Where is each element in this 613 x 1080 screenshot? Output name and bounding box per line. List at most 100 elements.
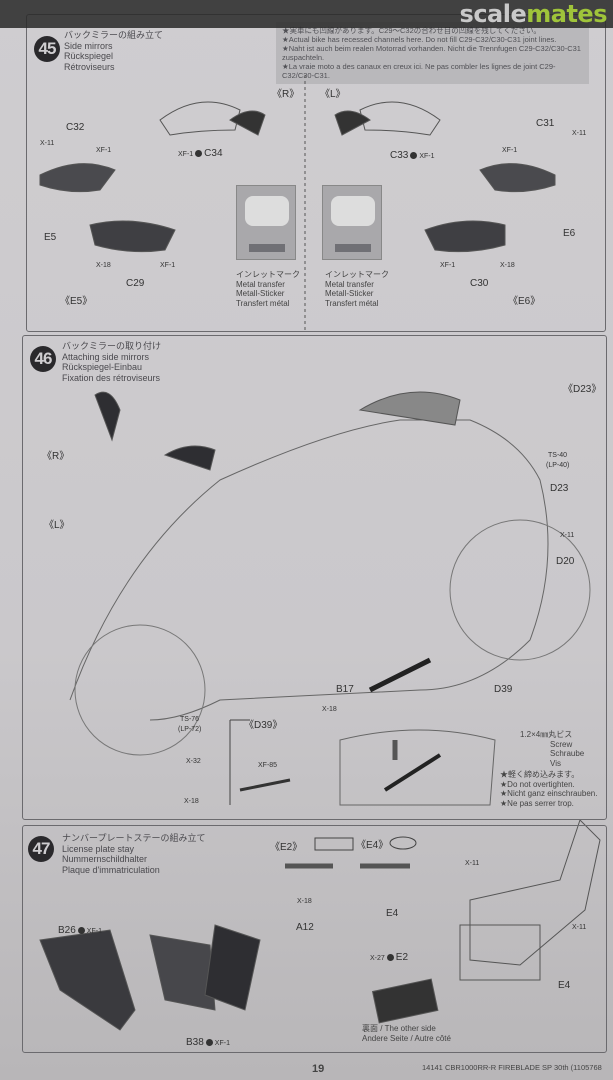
caption: インレットマーク — [236, 270, 300, 279]
note-en: ★Actual bike has recessed channels here.… — [282, 35, 557, 44]
title-ja: バックミラーの組み立て — [64, 30, 164, 40]
paint-x32: X-32 — [186, 758, 201, 765]
title-ja: ナンバープレートステーの組み立て — [62, 833, 206, 843]
watermark-bar: scalemates — [0, 0, 613, 28]
step-47-title: ナンバープレートステーの組み立て License plate stay Numm… — [62, 833, 205, 875]
product-code: 14141 CBR1000RR-R FIREBLADE SP 30th (110… — [422, 1063, 602, 1072]
step-46-number: 46 — [30, 346, 56, 372]
title-de: Nummernschildhalter — [62, 854, 148, 864]
paint-xf85: XF-85 — [258, 762, 278, 769]
paint-ts40: TS-40 — [548, 452, 568, 459]
overtighten-warning: ★軽く締め込みます。★Do not overtighten.★Nicht gan… — [500, 770, 597, 808]
part-d23: D23 — [550, 483, 569, 494]
caption: Metal transfer — [325, 279, 374, 289]
step-47-number: 47 — [28, 836, 54, 862]
caption: Metal transfer — [236, 279, 285, 289]
mirror-r-drawing — [159, 101, 241, 136]
part-e5-detail: 《E5》 — [60, 296, 93, 307]
paint-lp40: (LP-40) — [546, 462, 570, 469]
part-b17: B17 — [336, 684, 354, 695]
part-d39-detail: 《D39》 — [244, 720, 283, 731]
label-l: 《L》 — [44, 520, 70, 531]
step-46-title: バックミラーの取り付け Attaching side mirrors Rücks… — [62, 341, 161, 383]
title-de: Rückspiegel — [64, 51, 114, 61]
warning: ★Ne pas serrer trop. — [500, 798, 574, 808]
title-fr: Rétroviseurs — [64, 61, 115, 72]
part-c33: C33 XF-1 — [390, 150, 435, 161]
paint-x11: X-11 — [465, 860, 480, 867]
screw-size: 1.2×4㎜丸ビス — [520, 730, 573, 739]
paint-dot-icon — [410, 151, 418, 159]
paint-x18: X-18 — [322, 706, 337, 713]
paint-xf1: XF-1 — [440, 262, 456, 269]
label-r: 《R》 — [42, 451, 70, 462]
part-c33-label: C33 — [390, 150, 409, 161]
paint-dot-icon — [386, 953, 394, 961]
part-c31: C31 — [536, 118, 555, 129]
paint-dot-icon — [205, 1038, 213, 1046]
mirror-l-drawing — [359, 101, 441, 136]
title-de: Rückspiegel-Einbau — [62, 362, 143, 372]
caption: Metall-Sticker — [325, 289, 374, 298]
part-b38-label: B38 — [186, 1037, 204, 1048]
logo-part: scale — [459, 0, 527, 28]
caption: インレットマーク — [325, 270, 389, 279]
part-e6-detail: 《E6》 — [508, 296, 541, 307]
part-c32: C32 — [66, 122, 85, 133]
step-46-panel — [22, 335, 607, 820]
part-d23-detail: 《D23》 — [563, 384, 602, 395]
screw-de: Schraube — [550, 749, 585, 758]
paint-dot-icon — [195, 149, 203, 157]
paint-xf1: XF-1 — [96, 147, 112, 154]
step-47-panel — [22, 825, 607, 1053]
part-a12: A12 — [296, 922, 314, 933]
warning: ★軽く締め込みます。 — [500, 770, 580, 779]
title-en: Side mirrors — [64, 40, 113, 51]
paint-x11: X-11 — [40, 140, 55, 147]
other-side-caption: 裏面 / The other side Andere Seite / Autre… — [362, 1024, 451, 1043]
page-number: 19 — [312, 1063, 325, 1075]
caption: Metall-Sticker — [236, 289, 285, 298]
caption: Andere Seite / Autre côté — [362, 1033, 451, 1043]
part-d39: D39 — [494, 684, 513, 695]
scalemates-logo: scalemates — [459, 0, 608, 28]
paint-x18: X-18 — [96, 262, 111, 269]
paint-x11: X-11 — [572, 924, 587, 931]
part-e4-detail: 《E4》 — [356, 840, 389, 851]
metal-transfer-l — [322, 185, 382, 260]
paint-x11: X-11 — [560, 532, 575, 539]
paint-xf1: XF-1 — [502, 147, 518, 154]
part-e6: E6 — [563, 228, 576, 239]
note-fr: ★La vraie moto a des canaux en creux ici… — [282, 62, 556, 80]
label-r: 《R》 — [272, 89, 300, 100]
paint-x18: X-18 — [500, 262, 515, 269]
screw-fr: Vis — [550, 758, 561, 768]
step-45-title: バックミラーの組み立て Side mirrors Rückspiegel Rét… — [64, 30, 163, 72]
paint-xf1: XF-1 — [178, 151, 194, 158]
warning: ★Do not overtighten. — [500, 779, 575, 789]
title-ja: バックミラーの取り付け — [62, 341, 162, 351]
paint-xf1: XF-1 — [160, 262, 176, 269]
paint-x27: X-27 — [370, 955, 385, 962]
part-c29: C29 — [126, 278, 145, 289]
screw-spec: 1.2×4㎜丸ビス Screw Schraube Vis — [520, 730, 584, 768]
note-ja: ★実車にも凹線があります。C29～C32の合わせ目の凹線を残してください。 — [282, 26, 541, 35]
step-45-number: 45 — [34, 36, 60, 62]
paint-xf1: XF-1 — [419, 153, 435, 160]
metal-transfer-r — [236, 185, 296, 260]
paint-dot-icon — [77, 926, 85, 934]
caption: 裏面 / The other side — [362, 1024, 436, 1033]
title-fr: Fixation des rétroviseurs — [62, 372, 161, 383]
warning: ★Nicht ganz einschrauben. — [500, 789, 598, 798]
screw-en: Screw — [550, 739, 573, 749]
paint-x18: X-18 — [184, 798, 199, 805]
part-e2-detail: 《E2》 — [270, 842, 303, 853]
part-d20: D20 — [556, 556, 575, 567]
title-en: Attaching side mirrors — [62, 351, 150, 362]
caption: Transfert métal — [236, 298, 290, 308]
